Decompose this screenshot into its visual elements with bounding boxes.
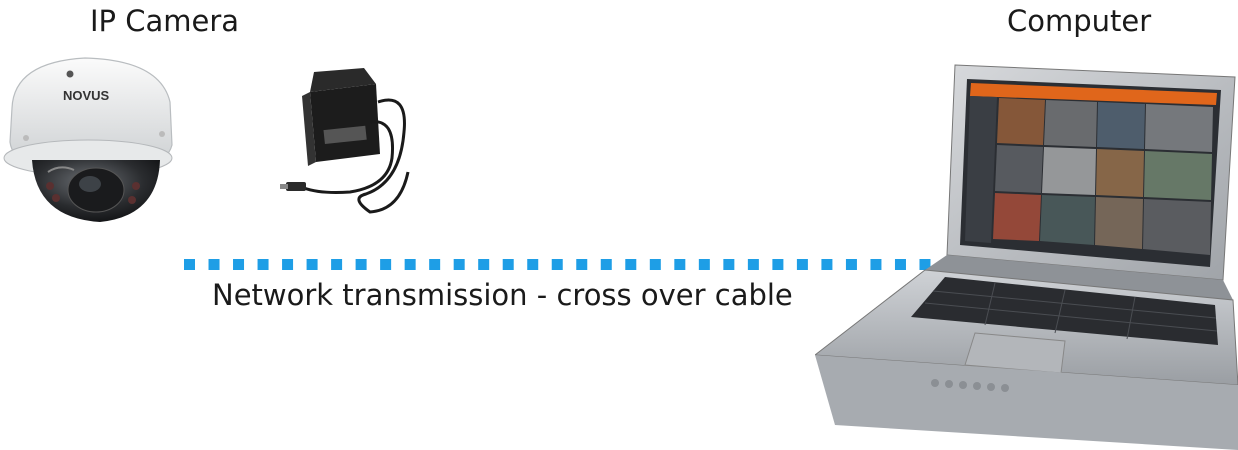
cable-dot [209,259,220,270]
cable-dot [674,259,685,270]
cable-dot [601,259,612,270]
ip-camera-label: IP Camera [90,4,239,38]
camera-brand-text: NOVUS [63,88,110,103]
cable-dot [184,259,195,270]
cable-dot [356,259,367,270]
cable-dot [478,259,489,270]
cable-dot [723,259,734,270]
cable-dot [552,259,563,270]
cable-dot [797,259,808,270]
cable-dot [258,259,269,270]
cable-dot [282,259,293,270]
cable-dot [380,259,391,270]
cable-dot [625,259,636,270]
network-transmission-label: Network transmission - cross over cable [212,278,793,312]
cable-dot [576,259,587,270]
cable-dot [772,259,783,270]
cable-dot [699,259,710,270]
cable-dot [233,259,244,270]
power-adapter-icon [280,62,420,217]
cable-dot [748,259,759,270]
cable-dot [650,259,661,270]
cable-dot [429,259,440,270]
cable-dot [307,259,318,270]
cable-dot [527,259,538,270]
computer-label: Computer [1007,4,1151,38]
cable-dot [331,259,342,270]
cable-dot [503,259,514,270]
cable-dot [454,259,465,270]
ip-camera-icon: NOVUS [0,50,190,230]
cable-dot [405,259,416,270]
laptop-computer-icon [815,55,1238,450]
